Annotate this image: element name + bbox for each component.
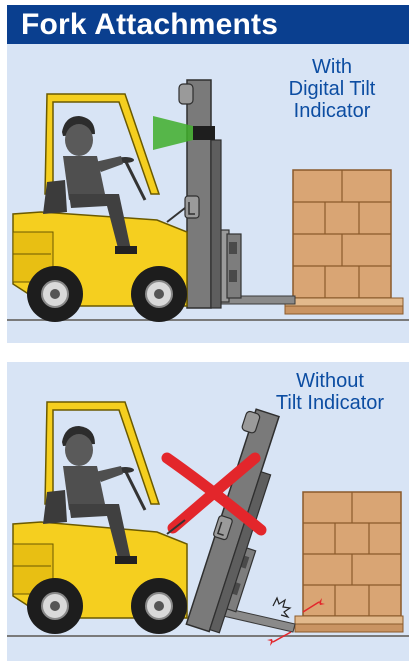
rear-wheel: [27, 578, 83, 634]
panel-with-tilt-indicator: With Digital Tilt Indicator: [7, 44, 409, 343]
pallet: [285, 298, 403, 314]
rear-wheel: [27, 266, 83, 322]
forklift-scene-bottom: [7, 362, 409, 661]
pallet: [295, 616, 403, 632]
pallet-boxes: [293, 170, 391, 298]
front-wheel: [131, 266, 187, 322]
header-bar: Fork Attachments: [7, 5, 409, 44]
page-title: Fork Attachments: [21, 7, 278, 43]
forklift-scene-top: [7, 44, 409, 343]
front-wheel: [131, 578, 187, 634]
pallet-boxes: [303, 492, 401, 616]
panel-without-tilt-indicator: Without Tilt Indicator: [7, 362, 409, 661]
